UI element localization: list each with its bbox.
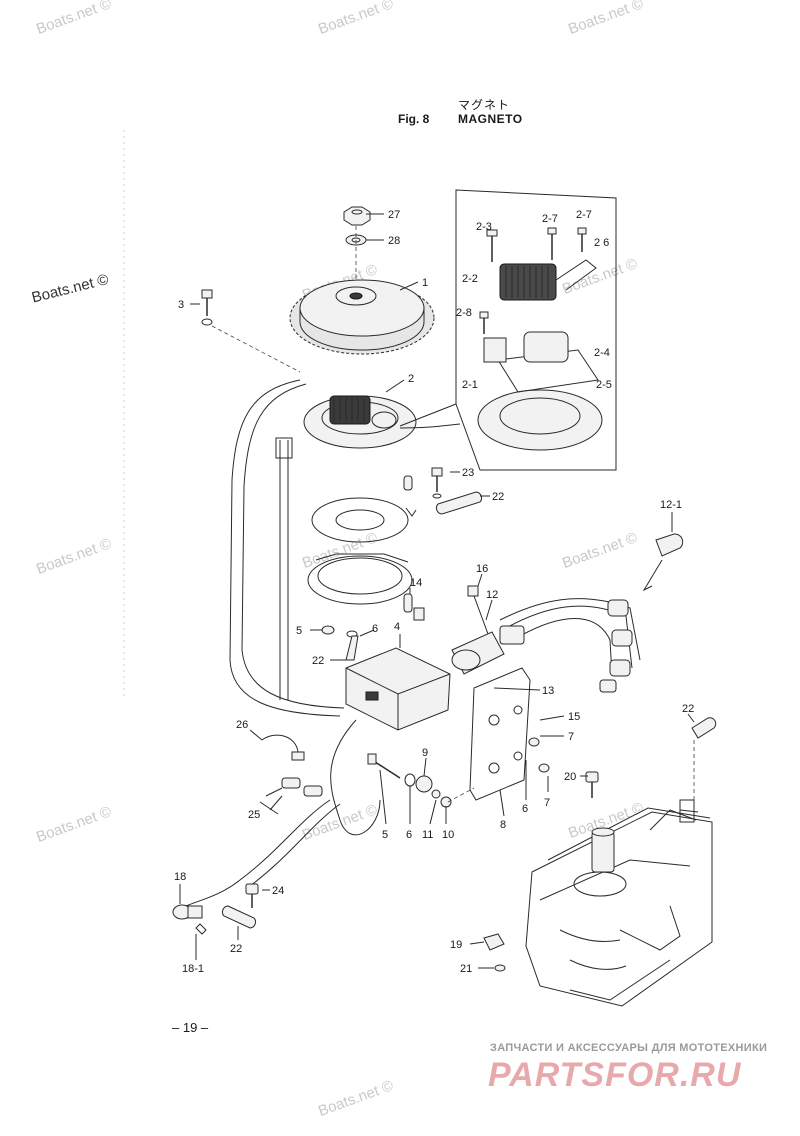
callout-2-3: 2-3 [476,221,492,233]
callout-22: 22 [682,703,694,715]
callout-18-1: 18-1 [182,963,204,975]
brand-logo: PARTSFOR.RU [488,1056,742,1094]
callout-13: 13 [542,685,554,697]
flywheel-part-1 [289,279,435,355]
callout-2-4: 2-4 [594,347,610,359]
link-part-22-upper [435,491,483,515]
callout-2-5: 2-5 [596,379,612,391]
callout-22: 22 [492,491,504,503]
ignition-coil-part-12 [451,585,525,675]
ignition-cables [499,598,641,693]
base-plate [307,497,413,605]
stator-assembly-part-2 [303,395,417,449]
callout-5: 5 [296,625,302,637]
callout-2-7: 2-7 [542,213,558,225]
callout-2-7: 2-7 [576,209,592,221]
callout-27: 27 [388,209,400,221]
callout-7: 7 [568,731,574,743]
callout-16: 16 [476,563,488,575]
wire-harness [185,379,461,907]
callout-2: 2 [408,373,414,385]
callout-20: 20 [564,771,576,783]
callout-4: 4 [394,621,400,633]
callout-5: 5 [382,829,388,841]
callout-22: 22 [312,655,324,667]
callout-6: 6 [522,803,528,815]
callout-9: 9 [422,747,428,759]
callout-26: 26 [236,719,248,731]
callout-21: 21 [460,963,472,975]
callout-14: 14 [410,577,422,589]
callout-2-2: 2-2 [462,273,478,285]
title-japanese: マグネト [458,98,511,112]
page-number: – 19 – [172,1020,209,1035]
callout-12: 12 [486,589,498,601]
callout-10: 10 [442,829,454,841]
bolt-part-23 [431,467,443,499]
callout-6: 6 [406,829,412,841]
callout-2-8: 2-8 [456,307,472,319]
figure-title: MAGNETO [458,112,523,126]
stator-detail-inset [399,189,617,471]
cdi-unit-part-4 [345,647,451,731]
bolt-part-3 [201,289,213,326]
link-part-22-right [691,717,717,800]
callout-22: 22 [230,943,242,955]
brand-tagline: ЗАПЧАСТИ И АКСЕССУАРЫ ДЛЯ МОТОТЕХНИКИ [490,1042,768,1054]
bracket-part-8 [469,667,550,801]
callout-3: 3 [178,299,184,311]
nut-part-27 [343,206,371,226]
callout-2-1: 2-1 [462,379,478,391]
plug-cap-part-12-1 [642,533,684,592]
callout-24: 24 [272,885,284,897]
harness-lower [259,734,323,815]
callout-28: 28 [388,235,400,247]
callout-18: 18 [174,871,186,883]
switch-part-18 [172,904,207,935]
callout-19: 19 [450,939,462,951]
figure-number: Fig. 8 [398,112,430,126]
callout-15: 15 [568,711,580,723]
callout-11: 11 [422,829,433,841]
leader-lines [179,213,695,969]
link-part-22-lower [221,905,257,929]
callout-6: 6 [372,623,378,635]
clip-part-19 [483,933,505,951]
callout-7: 7 [544,797,550,809]
callout-23: 23 [462,467,474,479]
callout-8: 8 [500,819,506,831]
engine-block [525,799,713,1007]
callout-1: 1 [422,277,428,289]
nut-part-21 [494,964,506,972]
callout-12-1: 12-1 [660,499,682,511]
fasteners-lower [367,753,475,808]
callout-25: 25 [248,809,260,821]
callout-labels: 27 28 1 3 2 2-3 2-7 2-7 2 6 2-2 2-8 2-4 … [174,209,694,975]
callout-2-6: 2 6 [594,237,609,249]
fastener-part-24 [245,883,259,908]
bolt-part-20 [585,771,599,798]
fasteners-upper [321,593,425,661]
